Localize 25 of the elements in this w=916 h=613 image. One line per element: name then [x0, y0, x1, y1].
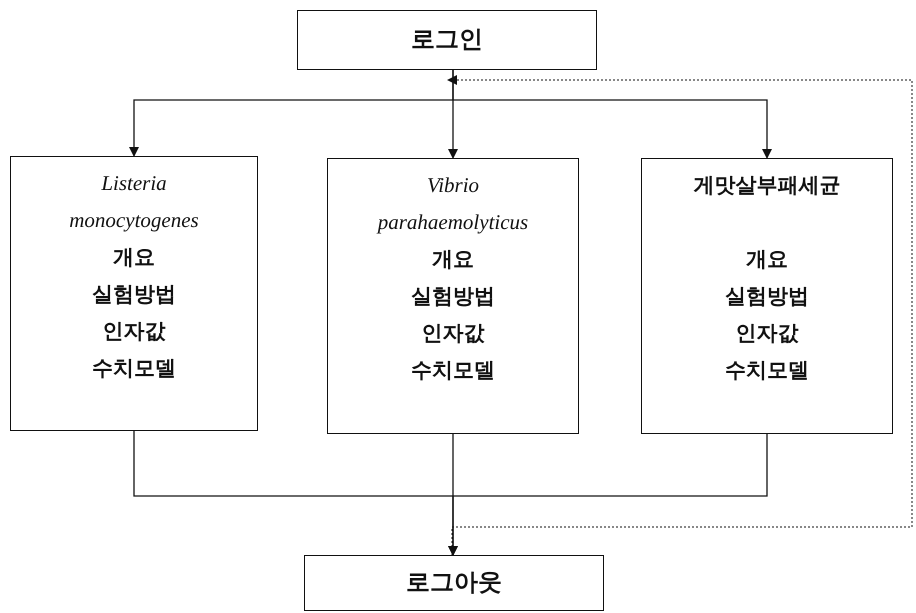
box-text: 인자값 [422, 320, 484, 347]
box-text: 개요 [113, 244, 155, 271]
box-text: 로그아웃 [406, 568, 502, 598]
box-text: 수치모델 [411, 357, 495, 384]
arrow [448, 434, 768, 556]
dotted-arrow [447, 75, 912, 556]
box-text: 인자값 [102, 318, 166, 345]
box-text: 개요 [432, 246, 474, 273]
process-box [297, 10, 597, 70]
box-text: 수치모델 [725, 357, 809, 384]
box-text: 실험방법 [411, 283, 495, 310]
process-box [10, 156, 258, 431]
box-text: 실험방법 [725, 283, 809, 310]
box-heading: 게맛살부패세균 [694, 172, 840, 199]
box-heading: Listeria monocytogenes [68, 170, 200, 234]
arrow [452, 70, 772, 159]
box-text: 수치모델 [92, 355, 176, 382]
box-text: 개요 [746, 246, 788, 273]
process-box [304, 555, 604, 611]
box-text: 로그인 [411, 26, 483, 54]
process-box [327, 158, 579, 434]
box-text: 실험방법 [92, 281, 176, 308]
process-box [641, 158, 893, 434]
box-heading: Vibrio parahaemolyticus [376, 172, 530, 236]
box-text: 인자값 [736, 320, 798, 347]
